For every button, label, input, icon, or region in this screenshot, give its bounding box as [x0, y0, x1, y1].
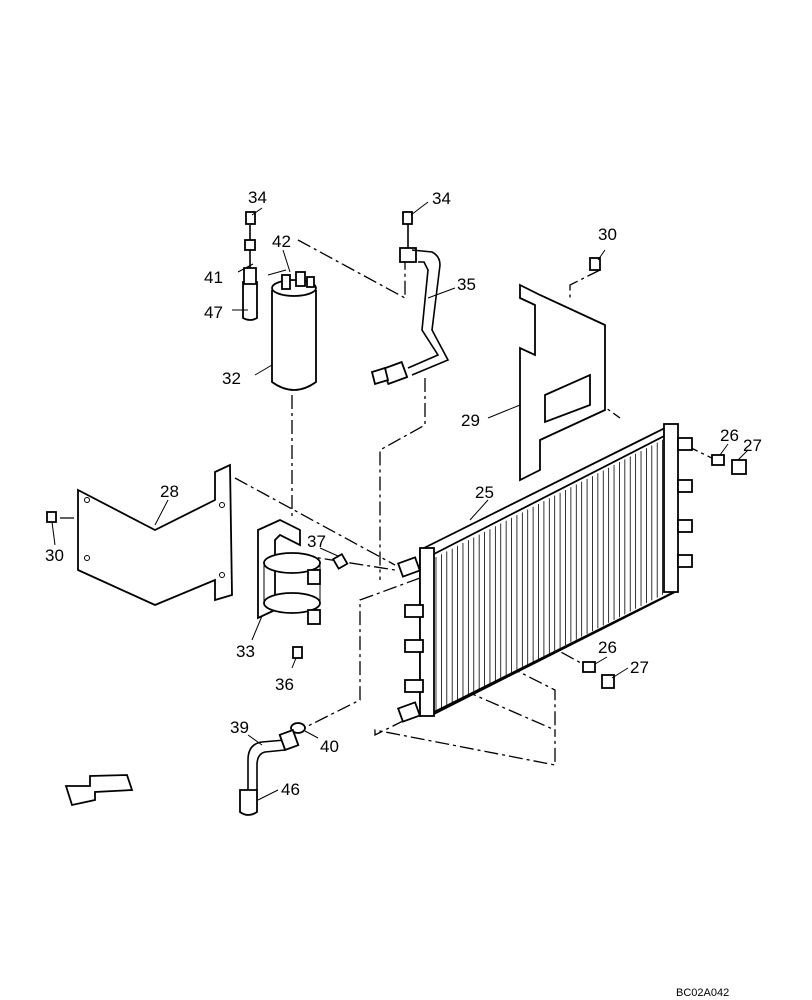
callout-39: 39 — [230, 718, 249, 737]
callout-42: 42 — [272, 232, 291, 251]
callout-30-top: 30 — [598, 225, 617, 244]
callout-27-top: 27 — [743, 436, 762, 455]
callouts: 34 34 42 41 47 32 35 30 29 26 27 25 28 3… — [45, 188, 762, 799]
callout-36: 36 — [275, 675, 294, 694]
condenser-fins — [435, 437, 669, 712]
drawing-code: BC02A042 — [676, 987, 729, 999]
callout-47: 47 — [204, 303, 223, 322]
callout-34-hose: 34 — [432, 189, 451, 208]
bracket-29 — [519, 257, 606, 482]
leader-lines — [51, 201, 749, 801]
callout-27-bottom: 27 — [630, 658, 649, 677]
callout-28: 28 — [160, 482, 179, 501]
direction-arrow — [64, 774, 134, 807]
callout-25: 25 — [475, 483, 494, 502]
callout-35: 35 — [457, 275, 476, 294]
callout-46: 46 — [281, 780, 300, 799]
callout-41: 41 — [204, 268, 223, 287]
receiver-drier-32 — [267, 269, 317, 391]
callout-26-top: 26 — [720, 426, 739, 445]
callout-30-left: 30 — [45, 546, 64, 565]
hose-39-46 — [239, 722, 306, 816]
fitting-41-47 — [242, 211, 258, 321]
bracket-33 — [257, 519, 349, 659]
callout-26-bottom: 26 — [598, 638, 617, 657]
callout-37: 37 — [307, 532, 326, 551]
bracket-28 — [46, 463, 233, 606]
callout-32: 32 — [222, 369, 241, 388]
hose-35 — [370, 211, 450, 386]
callout-29: 29 — [461, 411, 480, 430]
callout-34-drier: 34 — [248, 188, 267, 207]
callout-33: 33 — [236, 642, 255, 661]
condenser-25 — [396, 423, 747, 723]
callout-40: 40 — [320, 737, 339, 756]
